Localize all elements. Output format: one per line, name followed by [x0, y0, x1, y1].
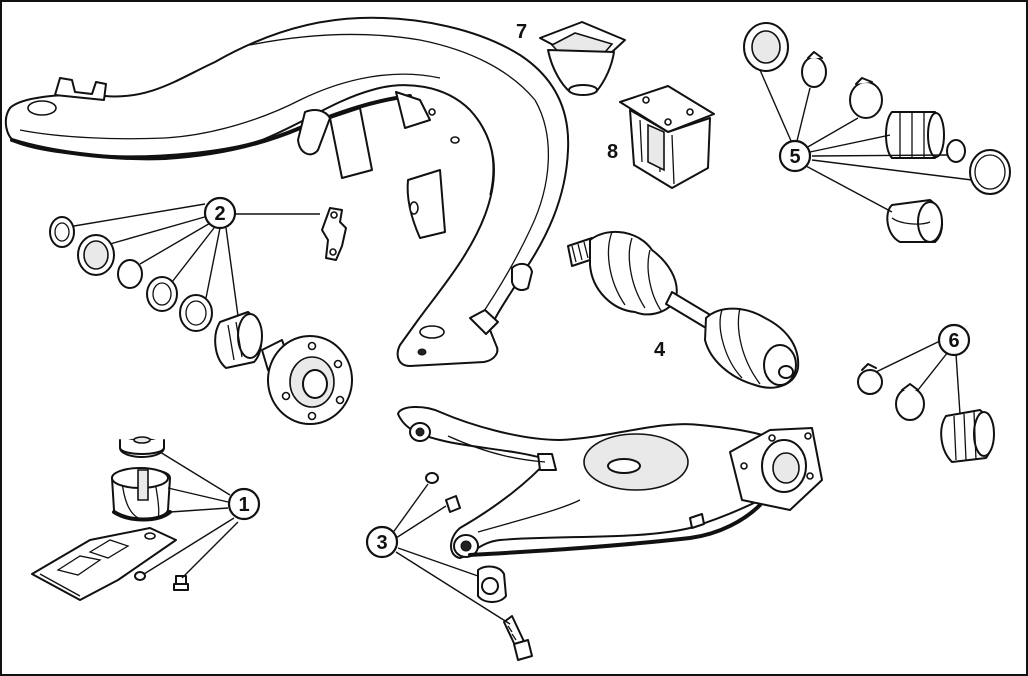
callout-7: 7 — [516, 21, 527, 43]
part-2-leaders — [73, 203, 320, 317]
part-1-mount-set — [31, 436, 189, 601]
part-3-fasteners — [425, 472, 533, 661]
part-6-clamp-kit — [857, 363, 995, 463]
part-1-leaders — [143, 451, 239, 579]
callout-3-label: 3 — [376, 532, 387, 554]
callout-4-label: 4 — [654, 339, 666, 361]
callout-3: 3 — [365, 525, 399, 559]
callout-8-label: 8 — [607, 141, 618, 163]
callout-6-label: 6 — [948, 330, 959, 352]
part-7-rubber-mount — [539, 21, 626, 96]
callout-5: 5 — [778, 139, 812, 173]
part-5-boot-kit — [743, 22, 1011, 243]
part-3-leaders — [391, 483, 511, 625]
callout-1: 1 — [227, 487, 261, 521]
part-5-leaders — [759, 69, 973, 213]
callout-7-label: 7 — [516, 21, 527, 43]
callout-8: 8 — [607, 141, 618, 163]
part-2-hub-bearings — [49, 207, 353, 425]
callout-5-label: 5 — [789, 146, 800, 168]
callout-2-label: 2 — [214, 203, 225, 225]
callout-4: 4 — [654, 339, 666, 361]
callout-2: 2 — [203, 196, 237, 230]
rear-subframe — [4, 16, 570, 367]
part-4-drive-shaft — [567, 230, 800, 389]
callout-6: 6 — [937, 323, 971, 357]
trailing-arm — [397, 406, 823, 559]
part-8-bracket — [619, 85, 715, 189]
callout-1-label: 1 — [238, 494, 249, 516]
part-6-leaders — [875, 339, 961, 415]
